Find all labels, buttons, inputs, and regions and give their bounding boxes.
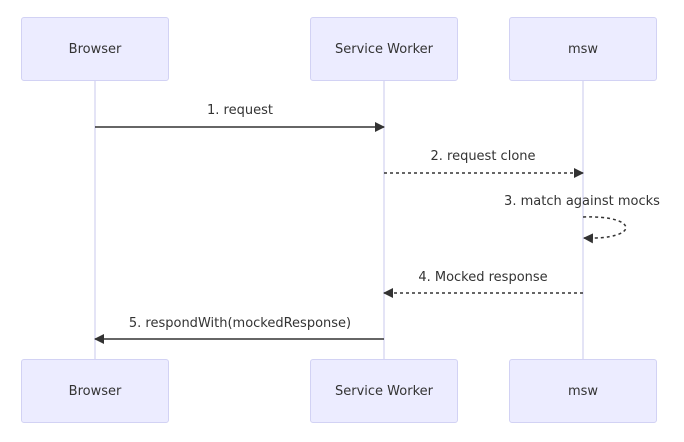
message-5-label: 5. respondWith(mockedResponse) [128,316,352,331]
actor-browser-top: Browser [21,17,169,81]
actor-label: msw [567,41,599,57]
message-3-label: 3. match against mocks [504,194,660,209]
actor-msw-bottom: msw [509,359,657,423]
actor-label: Service Worker [335,383,433,399]
message-3-arrow [582,216,627,244]
actor-label: msw [567,383,599,399]
actor-service-worker-bottom: Service Worker [310,359,458,423]
actor-browser-bottom: Browser [21,359,169,423]
actor-label: Browser [68,41,122,57]
actor-msw-top: msw [509,17,657,81]
actor-service-worker-top: Service Worker [310,17,458,81]
message-2-label: 2. request clone [430,149,536,164]
message-1-label: 1. request [207,103,273,118]
actor-label: Browser [68,383,122,399]
message-4-label: 4. Mocked response [418,270,548,285]
actor-label: Service Worker [335,41,433,57]
